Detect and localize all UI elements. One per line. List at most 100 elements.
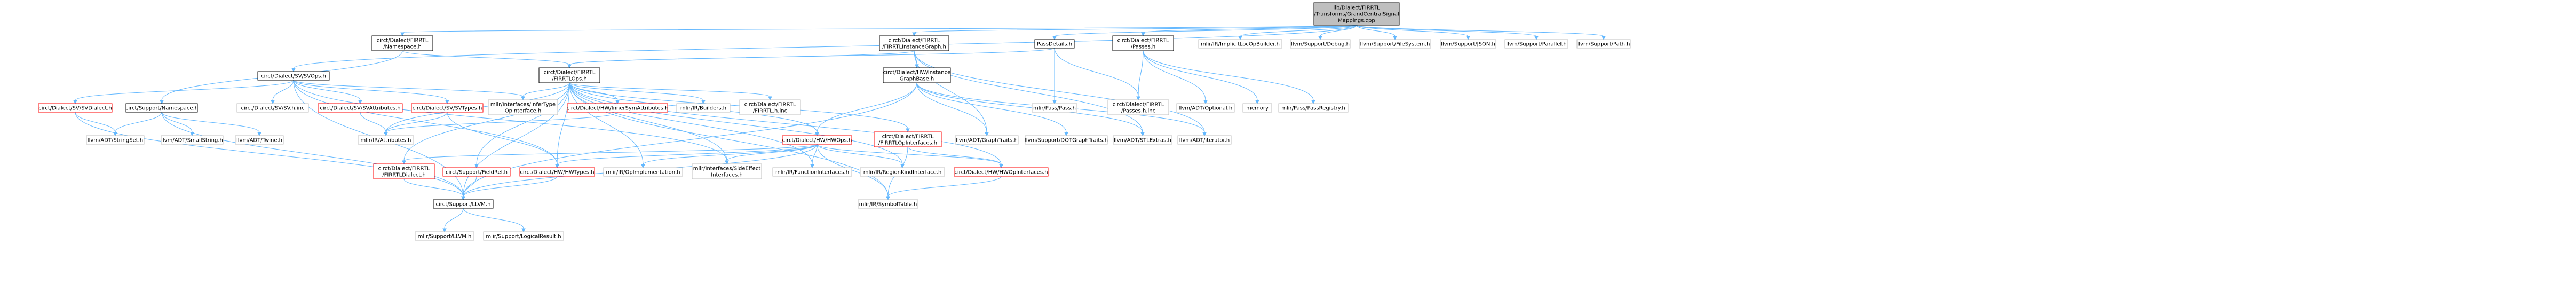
edge-arrowhead [900, 164, 905, 169]
node-label: circt/Dialect/SV/SVAttributes.h [320, 106, 400, 112]
node-hwops[interactable]: circt/Dialect/HW/HWOps.h [782, 135, 852, 145]
edge-arrowhead [1052, 36, 1057, 41]
node-hwopinterfaces[interactable]: circt/Dialect/HW/HWOpInterfaces.h [954, 167, 1049, 177]
node-parallel[interactable]: llvm/Support/Parallel.h [1504, 39, 1568, 49]
edge-hwops-to-opimplementation [643, 144, 818, 165]
node-stringset[interactable]: llvm/ADT/StringSet.h [86, 135, 145, 145]
node-path[interactable]: llvm/Support/Path.h [1576, 39, 1631, 49]
edge-hwops-to-regionkindinterface [817, 144, 903, 165]
edge-arrowhead [1602, 36, 1606, 41]
edge-hwops-to-hwopinterfaces [817, 144, 1002, 165]
edge-circt-llvm-to-logicalresult [463, 208, 524, 229]
edge-svops-to-hwtypes [293, 80, 558, 165]
node-memory[interactable]: memory [1242, 103, 1272, 113]
node-firrtlops[interactable]: circt/Dialect/FIRRTL/FIRRTLOps.h [538, 67, 600, 83]
node-twine[interactable]: llvm/ADT/Twine.h [235, 135, 284, 145]
node-label: mlir/IR/ImplicitLocOpBuilder.h [1201, 42, 1280, 48]
node-debug[interactable]: llvm/Support/Debug.h [1290, 39, 1351, 49]
edges-layer [73, 25, 1606, 233]
node-firrtlopinterfaces[interactable]: circt/Dialect/FIRRTL/FIRRTLOpInterfaces.… [874, 131, 942, 147]
node-svattributes[interactable]: circt/Dialect/SV/SVAttributes.h [318, 103, 403, 113]
node-iterator[interactable]: llvm/ADT/iterator.h [1177, 135, 1232, 145]
node-hwtypes[interactable]: circt/Dialect/HW/HWTypes.h [519, 167, 595, 177]
node-mlirattributes[interactable]: mlir/IR/Attributes.h [358, 135, 414, 145]
node-label: circt/Dialect/FIRRTL [378, 166, 430, 172]
node-innersymattributes[interactable]: circt/Dialect/HW/InnerSymAttributes.h [567, 103, 669, 113]
edge-svops-to-svattributes [293, 80, 361, 101]
node-box [86, 135, 145, 145]
edge-arrowhead [1140, 132, 1145, 137]
node-mlirbuilders[interactable]: mlir/IR/Builders.h [676, 103, 731, 113]
node-json[interactable]: llvm/Support/JSON.h [1440, 39, 1496, 49]
edge-firrtlops-to-mlirbuilders [569, 82, 704, 101]
node-graphtraits[interactable]: llvm/ADT/GraphTraits.h [955, 135, 1019, 145]
node-dotgraphtraits[interactable]: llvm/Support/DOTGraphTraits.h [1025, 135, 1108, 145]
node-opimplementation[interactable]: mlir/IR/OpImplementation.h [603, 167, 683, 177]
edge-firrtlops-to-firrtldialect [403, 82, 570, 161]
edge-arrowhead [1466, 36, 1470, 41]
edge-arrowhead [567, 64, 572, 69]
node-filesystem[interactable]: llvm/Support/FileSystem.h [1359, 39, 1431, 49]
node-label: circt/Dialect/HW/HWTypes.h [520, 170, 594, 176]
node-optional[interactable]: llvm/ADT/Optional.h [1176, 103, 1235, 113]
node-functioninterfaces[interactable]: mlir/IR/FunctionInterfaces.h [772, 167, 852, 177]
nodes-layer: lib/Dialect/FIRRTL/Transforms/GrandCentr… [38, 2, 1631, 241]
node-firrtl-passes[interactable]: circt/Dialect/FIRRTL/Passes.h [1112, 35, 1174, 51]
node-label: OpInterface.h [505, 108, 542, 114]
edge-firrtlops-to-sideeffectinterfaces [569, 82, 727, 161]
node-box [1025, 135, 1108, 145]
edge-root-to-json [1356, 25, 1469, 37]
node-sv-h-inc[interactable]: circt/Dialect/SV/SV.h.inc [236, 103, 309, 113]
edge-arrowhead [701, 100, 706, 105]
node-symboltable[interactable]: mlir/IR/SymbolTable.h [858, 199, 918, 209]
edge-support-namespace-to-smallstring [161, 112, 193, 133]
node-svops[interactable]: circt/Dialect/SV/SVOps.h [257, 71, 330, 81]
node-box [1290, 39, 1351, 49]
node-svdialect[interactable]: circt/Dialect/SV/SVDialect.h [38, 103, 113, 113]
node-passregistry[interactable]: mlir/Pass/PassRegistry.h [1278, 103, 1349, 113]
node-regionkindinterface[interactable]: mlir/IR/RegionKindInterface.h [860, 167, 945, 177]
edge-root-to-parallel [1356, 25, 1537, 37]
node-circt-llvm[interactable]: circt/Support/LLVM.h [433, 199, 494, 209]
node-passes-h-inc[interactable]: circt/Dialect/FIRRTL/Passes.h.inc [1107, 99, 1169, 115]
edge-arrowhead [291, 68, 296, 73]
node-box [235, 135, 284, 145]
node-label: mlir/IR/OpImplementation.h [606, 170, 680, 176]
node-firrtl-instancegraph[interactable]: circt/Dialect/FIRRTL/FIRRTLInstanceGraph… [879, 35, 949, 51]
edge-arrowhead [384, 132, 388, 137]
node-mlirpass[interactable]: mlir/Pass/Pass.h [1032, 103, 1077, 113]
node-fieldref[interactable]: circt/Support/FieldRef.h [442, 167, 511, 177]
node-svtypes[interactable]: circt/Dialect/SV/SVTypes.h [411, 103, 484, 113]
node-firrtldialect[interactable]: circt/Dialect/FIRRTL/FIRRTLDialect.h [373, 163, 435, 179]
node-label: llvm/Support/DOTGraphTraits.h [1025, 138, 1108, 144]
node-box [483, 231, 564, 241]
node-support-namespace[interactable]: circt/Support/Namespace.h [125, 103, 198, 113]
edge-arrowhead [1202, 132, 1207, 137]
node-box [1576, 39, 1631, 49]
node-smallstring[interactable]: llvm/ADT/SmallString.h [161, 135, 224, 145]
node-root: lib/Dialect/FIRRTL/Transforms/GrandCentr… [1313, 2, 1400, 26]
node-label: mlir/Interfaces/SideEffect [693, 166, 761, 172]
node-firrtl-h-inc[interactable]: circt/Dialect/FIRRTL/FIRRTL.h.inc [739, 99, 801, 115]
node-firrtl-namespace[interactable]: circt/Dialect/FIRRTL/Namespace.h [371, 35, 433, 51]
node-box [488, 99, 558, 115]
node-implicitlocopbuilder[interactable]: mlir/IR/ImplicitLocOpBuilder.h [1198, 39, 1282, 49]
node-box [955, 135, 1019, 145]
node-label: mlir/IR/FunctionInterfaces.h [775, 170, 849, 176]
edge-arrowhead [906, 128, 910, 133]
node-box [1440, 39, 1496, 49]
node-box [318, 103, 403, 113]
node-box [772, 167, 852, 177]
node-logicalresult[interactable]: mlir/Support/LogicalResult.h [483, 231, 564, 241]
node-box [538, 67, 600, 83]
node-box [1032, 103, 1077, 113]
node-mlir-llvm[interactable]: mlir/Support/LLVM.h [415, 231, 474, 241]
edge-root-to-filesystem [1356, 25, 1396, 37]
node-stlextras[interactable]: llvm/ADT/STLExtras.h [1113, 135, 1172, 145]
edge-svattributes-to-mlirattributes [360, 112, 386, 133]
node-passdetails[interactable]: PassDetails.h [1034, 39, 1075, 49]
node-box [858, 199, 918, 209]
